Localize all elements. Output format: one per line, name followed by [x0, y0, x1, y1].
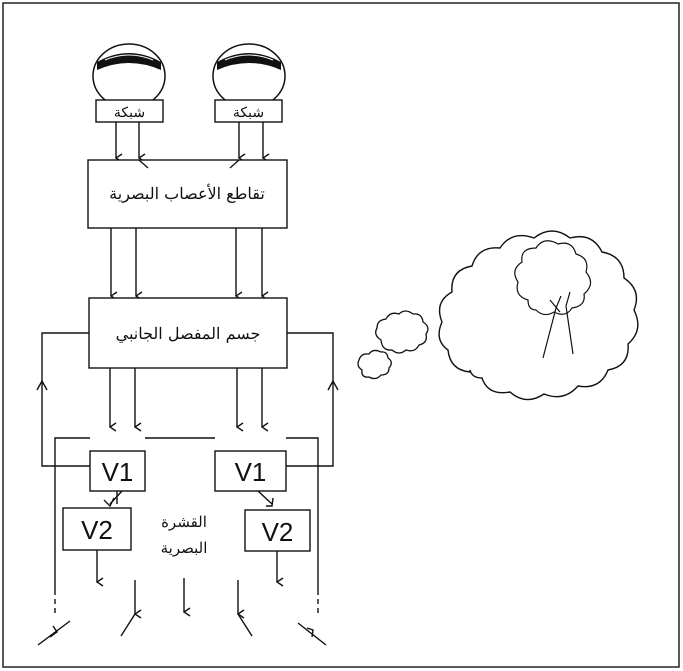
- retina-left-label: شبكة: [114, 105, 145, 121]
- v2-left-box: V2: [63, 508, 131, 550]
- v2-left-label: V2: [81, 515, 113, 545]
- v2-right-label: V2: [262, 517, 294, 547]
- feedback-loop-right: [286, 333, 338, 466]
- retina-right-box: شبكة: [215, 100, 282, 122]
- v1-left-box: V1: [90, 451, 145, 491]
- optic-chiasm-label: تقاطع الأعصاب البصرية: [109, 184, 265, 203]
- lgn-label: جسم المفصل الجانبي: [116, 324, 261, 343]
- chiasm-to-lgn-arrows: [111, 228, 262, 296]
- retina-to-chiasm-arrows: [116, 122, 263, 158]
- lgn-box: جسم المفصل الجانبي: [89, 298, 287, 368]
- eye-right-icon: [213, 44, 285, 108]
- thought-bubble-large: [439, 231, 638, 400]
- thought-bubble-small: [358, 350, 391, 378]
- v1-right-label: V1: [235, 457, 267, 487]
- retina-right-label: شبكة: [233, 105, 264, 121]
- cortex-output-arrows: [97, 550, 277, 614]
- lgn-to-v1-arrows: [110, 368, 262, 427]
- visual-cortex-label-line2: البصرية: [161, 539, 208, 557]
- v1-left-label: V1: [102, 457, 134, 487]
- cortex-branch-lines: [38, 614, 326, 645]
- eye-left-icon: [93, 44, 165, 108]
- feedback-loop-left: [37, 333, 90, 466]
- v1-right-box: V1: [215, 451, 286, 491]
- thought-bubble-medium: [376, 311, 428, 353]
- optic-chiasm-box: تقاطع الأعصاب البصرية: [88, 160, 287, 228]
- visual-cortex-label-line1: القشرة: [161, 513, 207, 531]
- v2-right-box: V2: [245, 510, 310, 551]
- retina-left-box: شبكة: [96, 100, 163, 122]
- v1-to-v2-arrows: [104, 491, 273, 506]
